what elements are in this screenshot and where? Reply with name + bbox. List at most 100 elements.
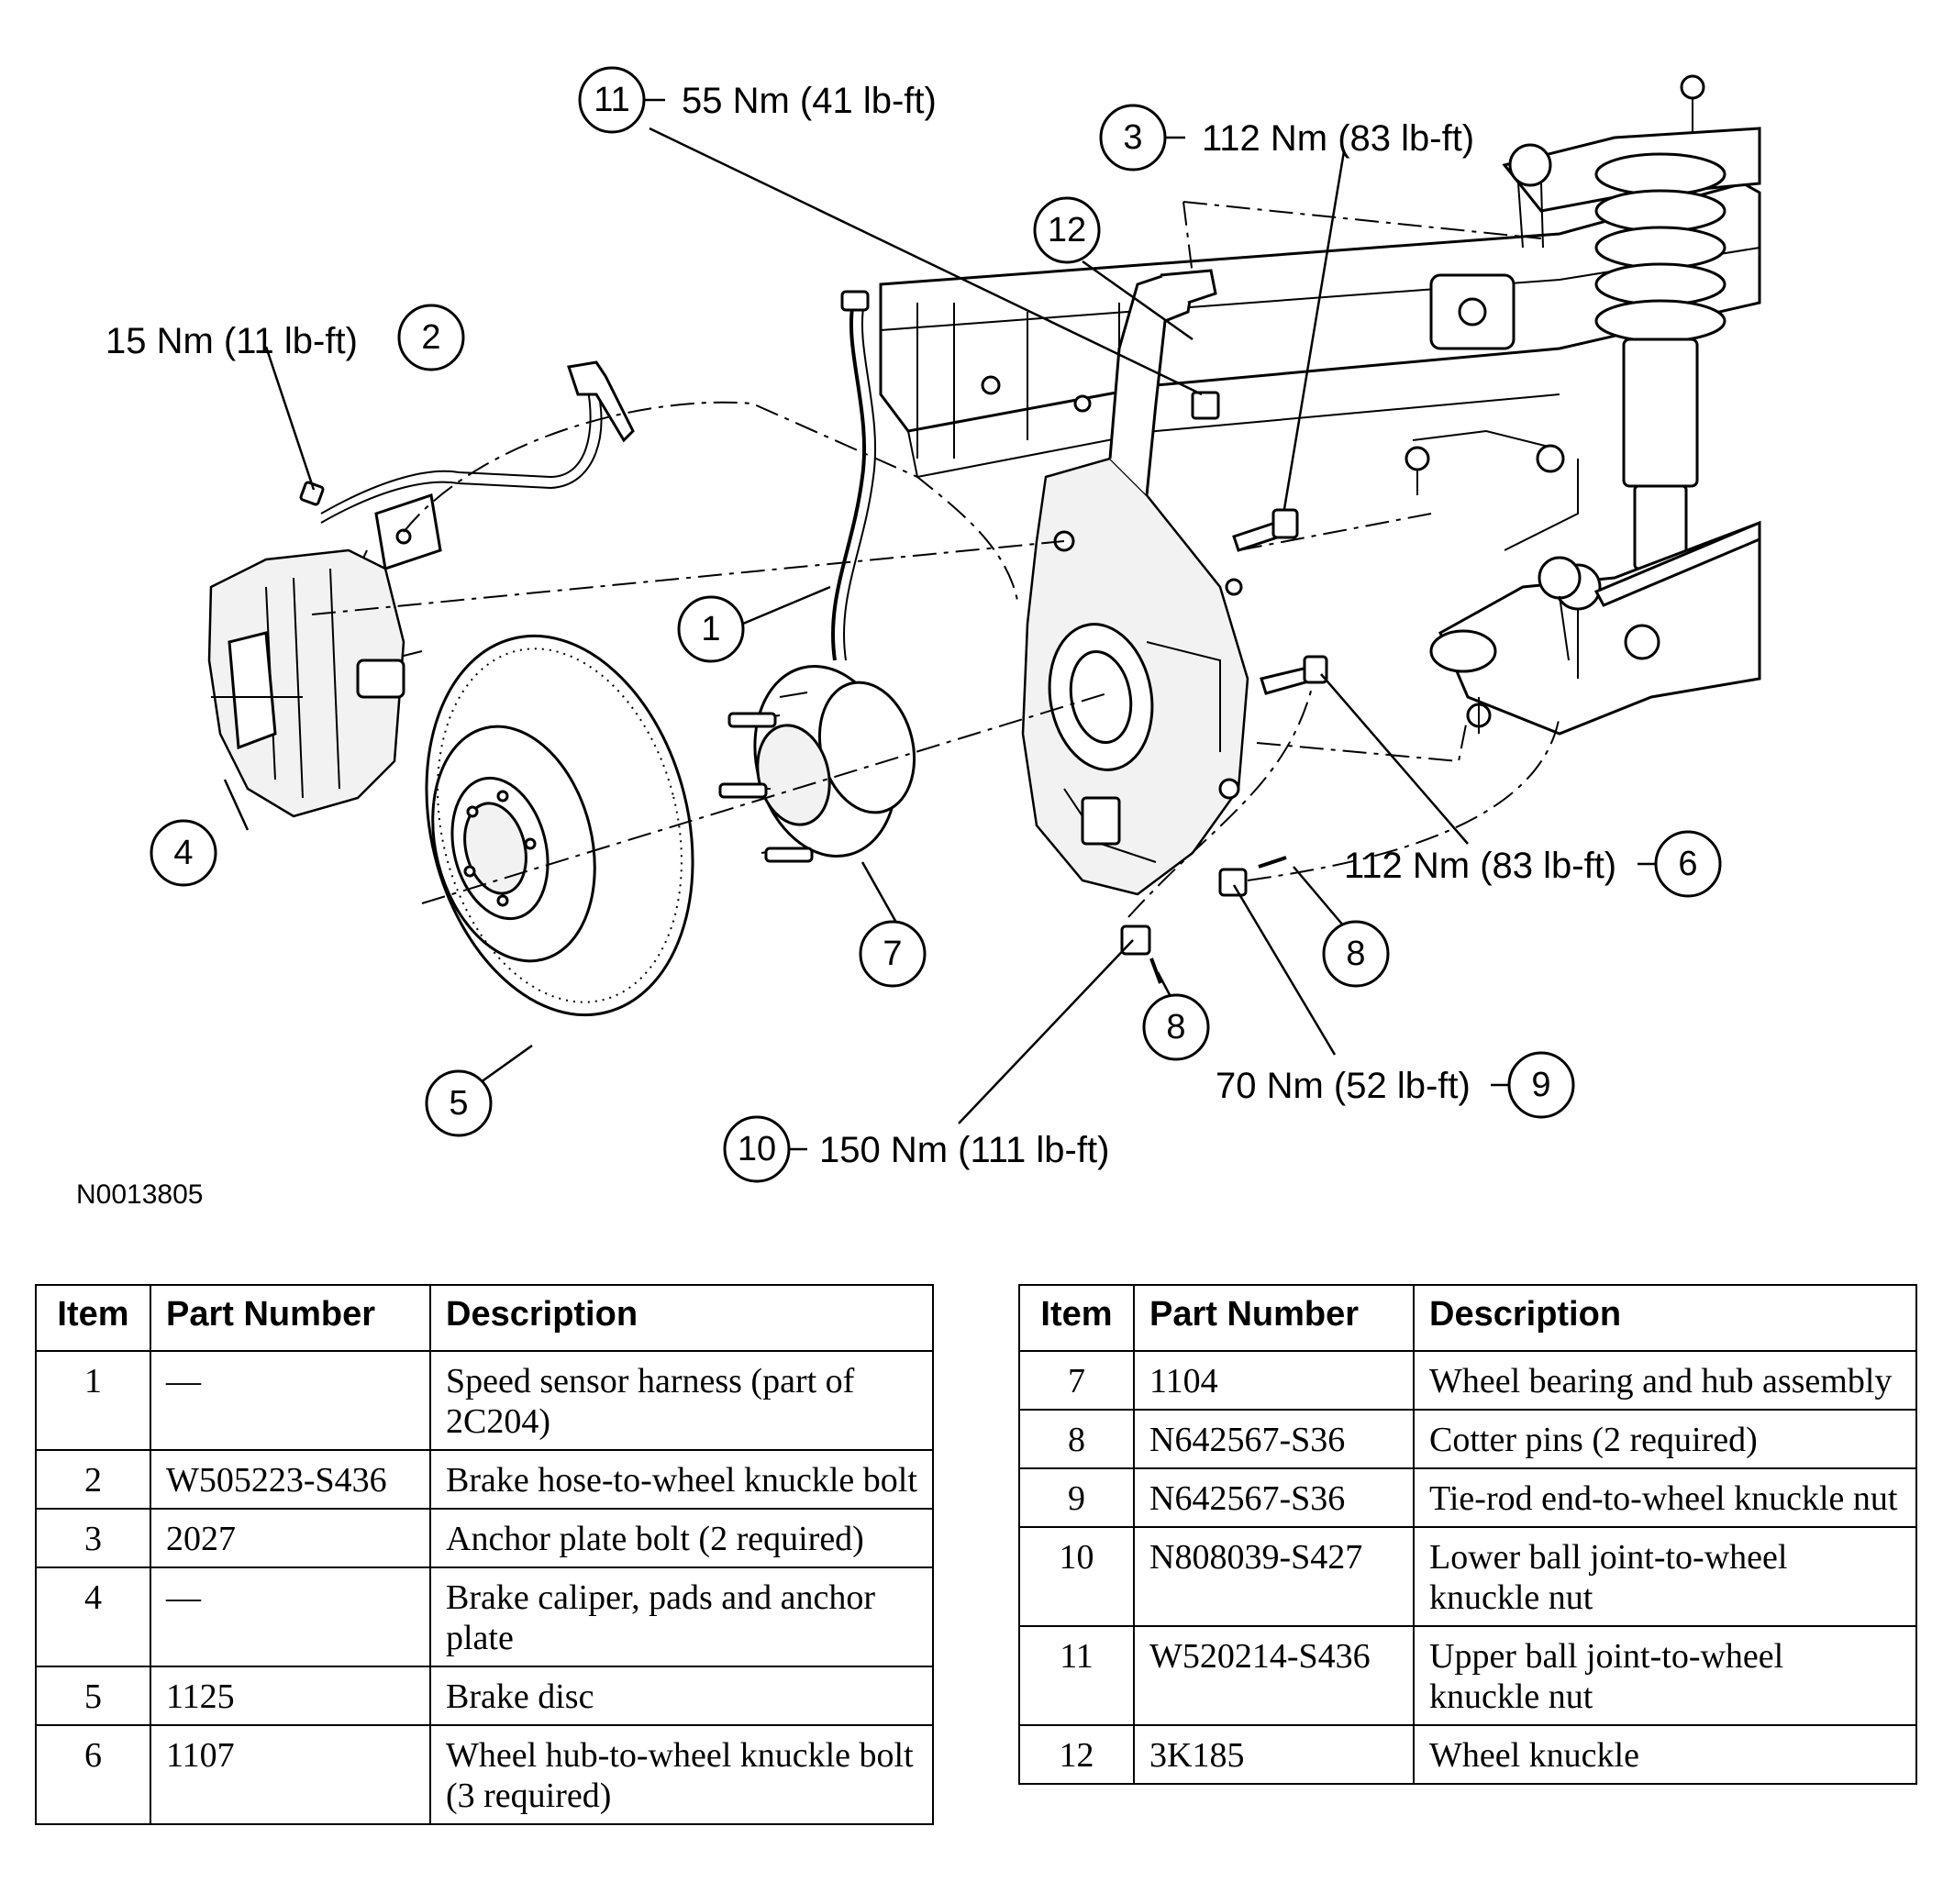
header-part-number: Part Number (1133, 1284, 1415, 1352)
cell-part-number: 2027 (150, 1508, 431, 1568)
svg-text:7: 7 (883, 935, 902, 973)
cell-description: Lower ball joint-to-wheel knuckle nut (1413, 1526, 1917, 1627)
svg-text:4: 4 (173, 834, 193, 872)
parts-table-left: Item Part Number Description 1 — Speed s… (35, 1284, 934, 1825)
leader-lines (223, 127, 1469, 1124)
header-description: Description (1413, 1284, 1917, 1352)
callout-11: 11 55 Nm (41 lb-ft) (578, 66, 937, 134)
cell-item: 7 (1018, 1350, 1135, 1411)
callout-4: 4 (150, 819, 217, 887)
callout-3: 3 112 Nm (83 lb-ft) (1099, 104, 1474, 172)
svg-text:3: 3 (1123, 118, 1142, 157)
lower-ball-joint-nut (1120, 924, 1151, 956)
parts-table-right: Item Part Number Description 7 1104 Whee… (1018, 1284, 1917, 1785)
brake-hose-bracket (320, 360, 635, 662)
cell-item: 10 (1018, 1526, 1135, 1627)
cell-part-number: 1107 (150, 1724, 431, 1825)
svg-text:8: 8 (1346, 935, 1365, 973)
table-row: 11 W520214-S436 Upper ball joint-to-whee… (1018, 1625, 1917, 1726)
table-row: 5 1125 Brake disc (35, 1666, 934, 1726)
cotter-pin-upper (1258, 856, 1287, 869)
callout-12: 12 (1033, 196, 1101, 264)
hub-bolt (1260, 655, 1328, 695)
torque-label-11: 55 Nm (41 lb-ft) (682, 81, 937, 121)
cell-description: Anchor plate bolt (2 required) (429, 1508, 934, 1568)
cell-item: 5 (35, 1666, 151, 1726)
cell-item: 1 (35, 1350, 151, 1451)
cell-item: 3 (35, 1508, 151, 1568)
cell-description: Wheel hub-to-wheel knuckle bolt (3 requi… (429, 1724, 934, 1825)
callout-6: 112 Nm (83 lb-ft) 6 (1344, 830, 1722, 898)
cell-part-number: 3K185 (1133, 1724, 1415, 1785)
table-row: 6 1107 Wheel hub-to-wheel knuckle bolt (… (35, 1724, 934, 1825)
header-item: Item (1018, 1284, 1135, 1352)
cell-part-number: — (150, 1566, 431, 1667)
cell-item: 2 (35, 1449, 151, 1510)
table-row: 7 1104 Wheel bearing and hub assembly (1018, 1350, 1917, 1411)
cell-description: Brake caliper, pads and anchor plate (429, 1566, 934, 1667)
cell-item: 9 (1018, 1467, 1135, 1528)
cell-description: Cotter pins (2 required) (1413, 1409, 1917, 1469)
cell-description: Wheel bearing and hub assembly (1413, 1350, 1917, 1411)
brake-caliper (207, 548, 405, 818)
table-row: 4 — Brake caliper, pads and anchor plate (35, 1566, 934, 1667)
header-description: Description (429, 1284, 934, 1352)
svg-text:9: 9 (1531, 1066, 1550, 1104)
cell-description: Upper ball joint-to-wheel knuckle nut (1413, 1625, 1917, 1726)
cell-item: 6 (35, 1724, 151, 1825)
cell-item: 11 (1018, 1625, 1135, 1726)
figure-id: N0013805 (76, 1179, 203, 1210)
svg-text:2: 2 (421, 318, 440, 357)
table-row: 10 N808039-S427 Lower ball joint-to-whee… (1018, 1526, 1917, 1627)
svg-text:8: 8 (1166, 1008, 1185, 1046)
cell-description: Speed sensor harness (part of 2C204) (429, 1350, 934, 1451)
table-header-row: Item Part Number Description (1018, 1284, 1917, 1352)
lower-control-arm (1429, 520, 1761, 736)
centerlines (311, 201, 1560, 918)
wheel-knuckle (1021, 269, 1249, 896)
brake-hose-bolt (299, 481, 325, 506)
header-item: Item (35, 1284, 151, 1352)
wheel-hub (718, 665, 916, 863)
cell-description: Brake hose-to-wheel knuckle bolt (429, 1449, 934, 1510)
callout-2: 15 Nm (11 lb-ft) 2 (105, 304, 465, 371)
table-row: 1 — Speed sensor harness (part of 2C204) (35, 1350, 934, 1451)
callout-8-lower: 8 (1142, 993, 1210, 1061)
callout-9: 70 Nm (52 lb-ft) 9 (1216, 1051, 1575, 1119)
table-row: 2 W505223-S436 Brake hose-to-wheel knuck… (35, 1449, 934, 1510)
table-header-row: Item Part Number Description (35, 1284, 934, 1352)
exploded-diagram: 1 15 Nm (11 lb-ft) 2 3 112 Nm (83 lb-ft)… (76, 66, 1761, 1210)
callout-7: 7 (859, 920, 927, 988)
coil-spring (1594, 152, 1726, 570)
callout-5: 5 (425, 1069, 493, 1137)
torque-label-3: 112 Nm (83 lb-ft) (1202, 118, 1474, 159)
cell-item: 12 (1018, 1724, 1135, 1785)
svg-text:10: 10 (738, 1130, 776, 1168)
cell-item: 4 (35, 1566, 151, 1667)
cell-part-number: 1125 (150, 1666, 431, 1726)
cell-part-number: W520214-S436 (1133, 1625, 1415, 1726)
cell-part-number: W505223-S436 (150, 1449, 431, 1510)
cell-part-number: N642567-S36 (1133, 1409, 1415, 1469)
cell-description: Tie-rod end-to-wheel knuckle nut (1413, 1467, 1917, 1528)
anchor-plate-bolt (1232, 508, 1299, 552)
cell-part-number: N642567-S36 (1133, 1467, 1415, 1528)
sway-bar-link (1405, 429, 1565, 495)
tie-rod (1504, 459, 1761, 661)
svg-text:12: 12 (1048, 211, 1086, 249)
tie-rod-nut (1218, 868, 1248, 897)
cotter-pin-lower (1149, 958, 1162, 984)
cell-item: 8 (1018, 1409, 1135, 1469)
svg-text:6: 6 (1678, 845, 1697, 883)
cell-part-number: N808039-S427 (1133, 1526, 1415, 1627)
table-row: 3 2027 Anchor plate bolt (2 required) (35, 1508, 934, 1568)
callout-1: 1 (677, 595, 745, 663)
table-row: 12 3K185 Wheel knuckle (1018, 1724, 1917, 1785)
torque-label-2: 15 Nm (11 lb-ft) (105, 321, 358, 361)
svg-text:11: 11 (594, 81, 629, 119)
header-part-number: Part Number (150, 1284, 431, 1352)
cell-part-number: 1104 (1133, 1350, 1415, 1411)
cell-description: Wheel knuckle (1413, 1724, 1917, 1785)
callout-8-upper: 8 (1322, 920, 1390, 988)
